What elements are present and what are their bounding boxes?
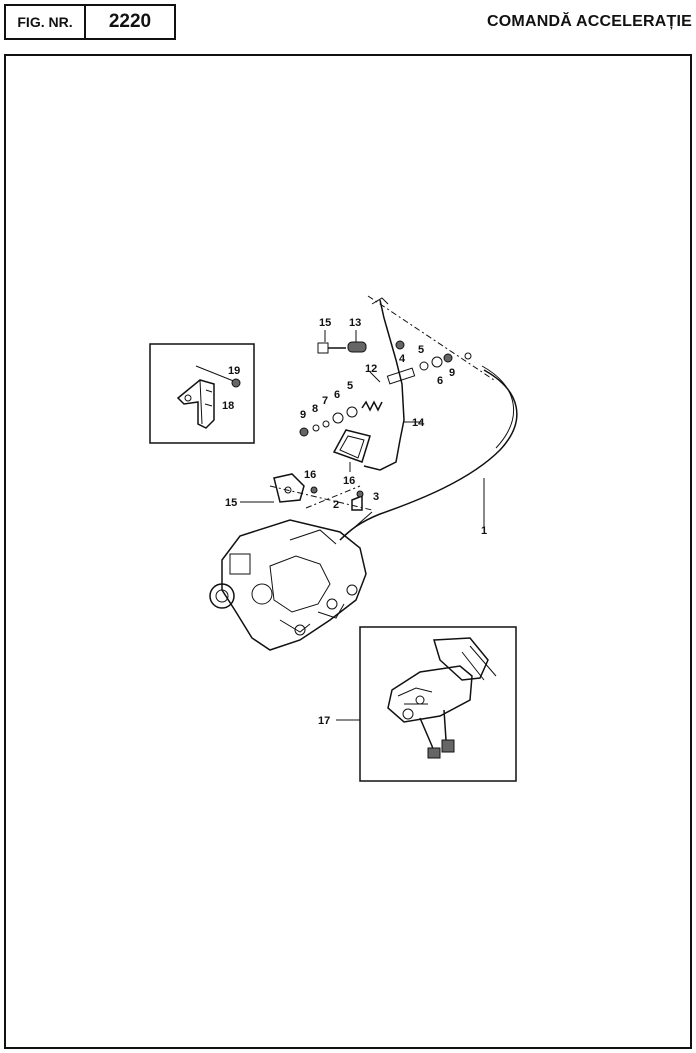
inset-bracket-box	[149, 343, 255, 444]
callout-16: 16	[304, 469, 316, 481]
washer-5b-icon	[346, 406, 358, 418]
callout-18: 18	[222, 400, 234, 412]
callout-9b: 9	[300, 409, 306, 421]
pedal-pad-icon	[427, 747, 441, 759]
bolt-16-icon	[310, 486, 318, 494]
callout-13: 14	[412, 417, 425, 429]
callout-19: 19	[228, 365, 240, 377]
callout-12: 15	[319, 317, 331, 329]
nut-9-icon	[443, 353, 453, 363]
pedal-pad-icon-2	[441, 739, 455, 753]
washer-8-icon	[312, 424, 320, 432]
callout-10: 12	[365, 363, 377, 375]
bolt-19-icon	[231, 378, 241, 388]
pedal-rod	[363, 299, 405, 471]
spring-11-icon	[347, 341, 367, 353]
callout-5b: 5	[347, 380, 353, 392]
callout-1: 1	[481, 525, 487, 537]
callout-9: 9	[449, 367, 455, 379]
callout-2: 2	[333, 499, 339, 511]
bracket-15	[273, 473, 305, 503]
nut-4-icon	[395, 340, 405, 350]
spring-coil-icon	[361, 400, 383, 412]
callout-14: 16	[343, 475, 355, 487]
accelerator-cable	[339, 369, 518, 541]
figure-number: 2220	[108, 11, 152, 32]
callout-3: 3	[373, 491, 379, 503]
callout-11: 13	[349, 317, 361, 329]
nut-9b-icon	[299, 427, 309, 437]
washer-5-icon	[419, 361, 429, 371]
page-title: COMANDĂ ACCELERAȚIE	[487, 13, 692, 30]
diagram-frame	[4, 54, 692, 1049]
bolt-12-icon	[317, 342, 346, 354]
figure-number-box: FIG. NR. 2220	[4, 4, 176, 40]
washer-6b-icon	[332, 412, 344, 424]
callout-6: 6	[437, 375, 443, 387]
washer-7-icon	[322, 420, 330, 428]
callout-7: 7	[322, 395, 328, 407]
pedal-assembly-drawing	[387, 637, 497, 759]
callout-5: 5	[418, 344, 424, 356]
callout-6b: 6	[334, 389, 340, 401]
bracket-18-drawing	[176, 365, 241, 429]
callout-15: 15	[225, 497, 237, 509]
callout-8: 8	[312, 403, 318, 415]
clip-2	[351, 494, 363, 511]
pedal-pad-14	[332, 429, 371, 463]
figure-label: FIG. NR.	[6, 6, 86, 38]
throttle-body-manifold	[209, 511, 373, 651]
inset-pedal-box	[359, 626, 517, 782]
clip-3-icon	[356, 490, 364, 498]
washer-6-icon	[431, 356, 443, 368]
callout-17: 17	[318, 715, 330, 727]
callout-4: 4	[399, 353, 406, 365]
bushing-10	[386, 367, 416, 385]
